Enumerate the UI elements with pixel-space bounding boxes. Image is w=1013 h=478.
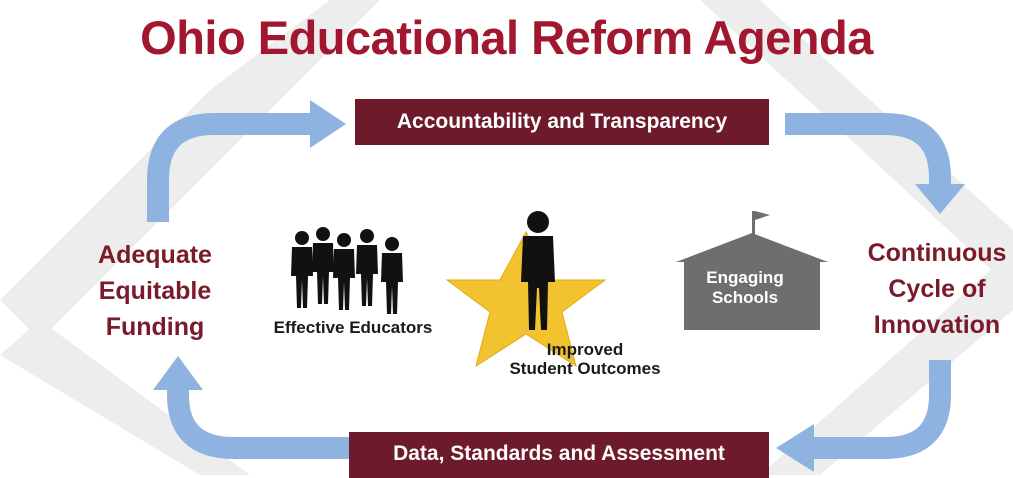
caption-schools: Engaging Schools <box>690 268 800 308</box>
label-innovation: Continuous Cycle of Innovation <box>852 235 1013 343</box>
star-icon <box>445 230 607 368</box>
arrow-head-icon <box>915 184 965 214</box>
arrow-icon <box>812 360 951 459</box>
page-title: Ohio Educational Reform Agenda <box>140 11 873 64</box>
flag-icon <box>755 211 770 220</box>
caption-line: Student Outcomes <box>509 359 661 378</box>
arrow-head-icon <box>310 100 346 148</box>
people-group-icon <box>291 227 403 314</box>
schoolhouse-icon <box>676 211 828 330</box>
arrow-icon <box>147 113 312 222</box>
caption-outcomes: Improved Student Outcomes <box>485 340 685 378</box>
arrow-icon <box>167 388 349 459</box>
caption-line: Improved <box>546 340 624 359</box>
caption-line: Engaging <box>706 268 784 287</box>
label-line: Adequate <box>98 241 212 269</box>
caption-educators: Effective Educators <box>273 318 433 337</box>
arrow-icon <box>785 113 951 186</box>
caption-line: Schools <box>711 288 779 307</box>
arrow-head-icon <box>153 356 203 390</box>
label-line: Innovation <box>873 311 1001 339</box>
label-line: Cycle of <box>888 275 986 303</box>
label-funding: Adequate Equitable Funding <box>70 237 240 345</box>
banner-data-standards: Data, Standards and Assessment <box>349 432 769 478</box>
banner-accountability: Accountability and Transparency <box>355 99 769 145</box>
label-line: Continuous <box>867 239 1007 267</box>
arrow-head-icon <box>776 424 814 472</box>
person-icon <box>521 211 555 330</box>
label-line: Equitable <box>98 277 212 305</box>
label-line: Funding <box>105 313 205 341</box>
